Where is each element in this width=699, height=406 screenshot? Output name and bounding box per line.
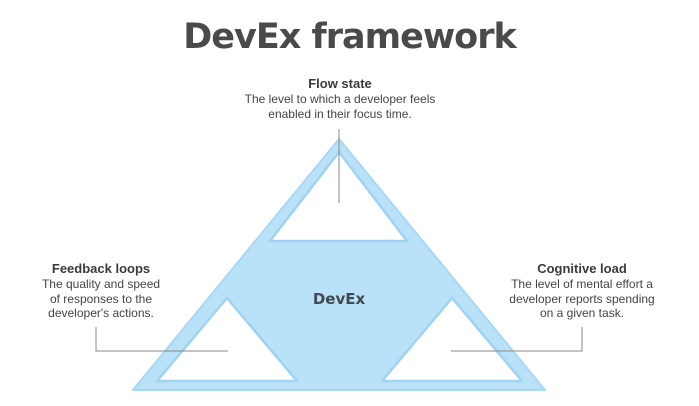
- cognitive-load-description-line: on a given task.: [539, 306, 625, 320]
- cognitive-load-title: Cognitive load: [537, 261, 627, 276]
- feedback-loops-description-line: of responses to the: [49, 291, 153, 306]
- flow-state-description: The level to which a developer feels ena…: [220, 92, 460, 121]
- feedback-loops-leader-line: [95, 327, 228, 352]
- cognitive-load-callout: Cognitive load The level of mental effor…: [497, 261, 667, 321]
- cognitive-load-description-line: The level of mental effort a: [511, 277, 653, 291]
- flow-state-callout: Flow state The level to which a develope…: [220, 76, 460, 121]
- feedback-loops-inner-triangle: [155, 296, 299, 383]
- cognitive-load-inner-triangle: [380, 296, 524, 383]
- cognitive-load-description: The level of mental effort a developer r…: [497, 277, 667, 321]
- feedback-loops-callout: Feedback loops The quality and speed of …: [26, 261, 176, 321]
- cognitive-load-description-line: developer reports spending: [509, 291, 655, 306]
- feedback-loops-description: The quality and speed of responses to th…: [26, 277, 176, 321]
- feedback-loops-title: Feedback loops: [51, 261, 151, 276]
- flow-state-description-line: The level to which a developer feels: [244, 92, 436, 106]
- cognitive-load-leader-line: [451, 327, 583, 352]
- flow-state-description-line: enabled in their focus time.: [268, 106, 412, 121]
- center-label: DevEx: [313, 290, 366, 308]
- page-title: DevEx framework: [183, 17, 517, 57]
- feedback-loops-description-line: The quality and speed: [41, 277, 161, 291]
- feedback-loops-description-line: developer's actions.: [48, 306, 154, 320]
- flow-state-title: Flow state: [308, 76, 372, 91]
